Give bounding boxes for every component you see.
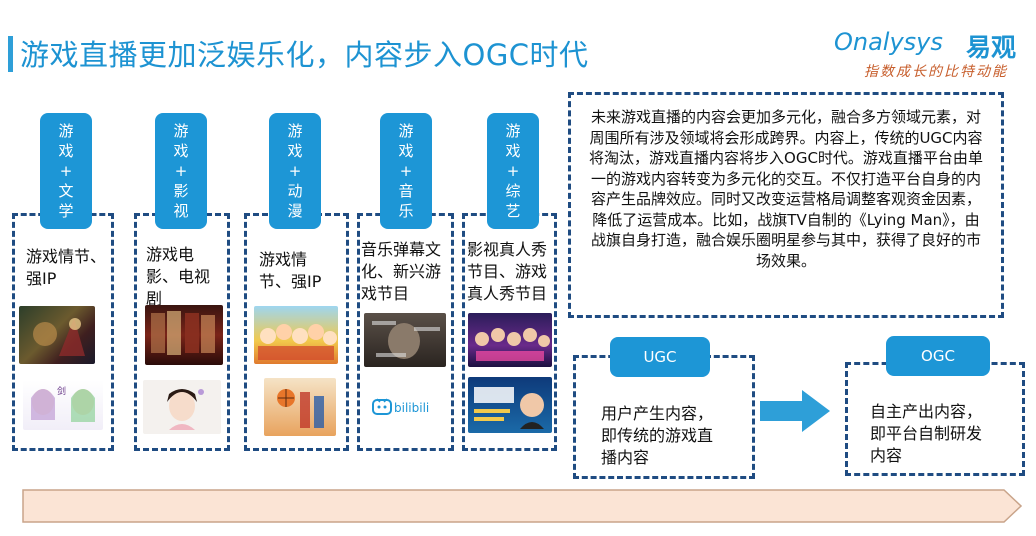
fantasy-game-art-icon — [19, 306, 95, 364]
logo-slogan: 指数成长的比特动能 — [864, 64, 1008, 80]
tag-game-film: 游 戏 + 影 视 — [155, 113, 207, 229]
page-title: 游戏直播更加泛娱乐化，内容步入OGC时代 — [20, 38, 589, 72]
category-text-literature: 游戏情节、 强IP — [26, 247, 107, 288]
movie-poster-icon — [145, 305, 223, 365]
category-text-variety: 影视真人秀 节目、游戏 真人秀节目 — [467, 240, 548, 303]
category-text-film: 游戏电 影、电视 剧 — [146, 245, 211, 308]
description-text: 未来游戏直播的内容会更加多元化，融合多方领域元素，对周围所有涉及领域将会形成跨界… — [589, 108, 983, 270]
game-characters-icon: 剑 — [23, 380, 103, 430]
right-arrow-icon — [760, 390, 830, 432]
tag-game-music: 游 戏 + 音 乐 — [380, 113, 432, 229]
ugc-text: 用户产生内容， 即传统的游戏直 播内容 — [601, 404, 714, 467]
tag-game-literature: 游 戏 + 文 学 — [40, 113, 92, 229]
variety-show-poster-icon — [468, 313, 552, 367]
tv-drama-actress-icon — [143, 380, 221, 434]
anime-group-icon — [254, 306, 338, 364]
category-text-anime: 游戏情 节、强IP — [259, 250, 322, 291]
tag-game-anime: 游 戏 + 动 漫 — [269, 113, 321, 229]
basketball-anime-icon — [264, 378, 336, 436]
category-text-music: 音乐弹幕文 化、新兴游 戏节目 — [361, 240, 442, 303]
logo-brand-cn: 易观 — [966, 33, 1017, 62]
tag-game-variety: 游 戏 + 综 艺 — [487, 113, 539, 229]
ugc-label: UGC — [610, 337, 710, 377]
ogc-label: OGC — [886, 336, 990, 376]
svg-text:bilibili: bilibili — [394, 401, 429, 415]
timeline-arrow — [22, 489, 1022, 523]
svg-text:剑: 剑 — [57, 385, 66, 397]
analysys-logo: Onalysys 易观 指数成长的比特动能 — [826, 28, 1026, 80]
description-box: 未来游戏直播的内容会更加多元化，融合多方领域元素，对周围所有涉及领域将会形成跨界… — [568, 92, 1004, 318]
logo-brand: Onalysys — [834, 28, 943, 56]
bilibili-logo-icon: bilibili — [372, 396, 444, 418]
ogc-text: 自主产出内容， 即平台自制研发 内容 — [870, 402, 983, 465]
game-show-poster-icon — [468, 377, 552, 433]
live-stream-video-icon — [364, 313, 446, 367]
title-accent-bar — [8, 36, 13, 72]
